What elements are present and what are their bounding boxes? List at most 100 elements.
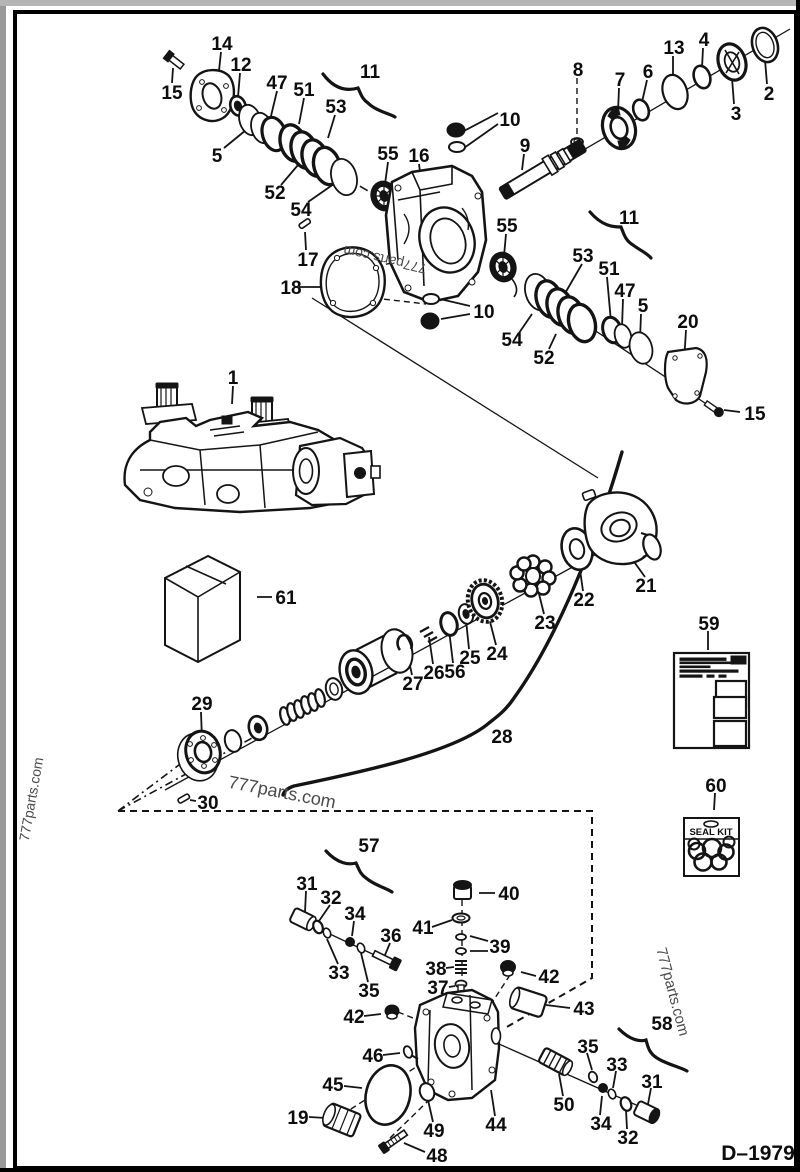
part-42-plug-left: [384, 1004, 400, 1020]
callout-13: 13: [663, 38, 684, 59]
callout-4: 4: [699, 30, 710, 51]
callout-30: 30: [197, 793, 218, 814]
part-4-ring: [692, 64, 712, 90]
callout-3: 3: [731, 104, 742, 125]
callout-54: 54: [501, 330, 523, 351]
callout-55: 55: [377, 144, 399, 165]
part-37-poppet: [454, 979, 468, 992]
part-30-pin: [177, 793, 191, 804]
part-33-ring-right: [607, 1088, 617, 1100]
callout-33: 33: [606, 1055, 627, 1076]
part-20-cover-plate: [663, 346, 708, 405]
part-24-gear: [465, 578, 505, 624]
part-42-plug-right: [500, 960, 516, 977]
callout-56: 56: [444, 662, 465, 683]
callout-39: 39: [489, 937, 510, 958]
part-35-ring-right: [587, 1070, 599, 1084]
part-46-screw: [402, 1045, 419, 1060]
callout-17: 17: [297, 250, 318, 271]
callout-21: 21: [635, 576, 657, 597]
part-53-spring-washers-left: [278, 123, 343, 187]
part-39-washers: [455, 933, 467, 955]
callout-32: 32: [320, 888, 341, 909]
part-2-ring: [750, 26, 780, 64]
part-50-spring-plug: [538, 1047, 574, 1077]
callout-6: 6: [643, 62, 654, 83]
part-32-oring-right: [619, 1096, 633, 1112]
drawing-code: D–1979: [721, 1142, 795, 1165]
callout-45: 45: [322, 1075, 344, 1096]
part-ring-b: [247, 714, 269, 742]
seal-kit-label: SEAL KIT: [689, 827, 732, 838]
part-43-bushing: [508, 986, 548, 1018]
part-33-ring-left: [322, 927, 332, 939]
callout-16: 16: [408, 146, 429, 167]
part-18-gasket: [319, 246, 386, 319]
callout-10: 10: [499, 110, 520, 131]
callout-40: 40: [498, 884, 519, 905]
part-16-housing: [384, 164, 488, 304]
part-49-washer: [418, 1082, 436, 1102]
callout-36: 36: [380, 926, 401, 947]
part-5-washer-right: [628, 331, 654, 365]
part-36-screw: [371, 949, 402, 972]
part-35-ring-left: [356, 942, 366, 954]
callout-53: 53: [325, 97, 346, 118]
callout-5: 5: [638, 296, 649, 317]
part-13-oring: [661, 73, 689, 111]
callout-53: 53: [572, 246, 593, 267]
part-56-ring: [439, 611, 459, 637]
callout-52: 52: [264, 183, 285, 204]
callout-51: 51: [598, 259, 620, 280]
callout-51: 51: [293, 80, 315, 101]
callout-11: 11: [619, 208, 640, 229]
part-21-end-cap: [581, 488, 662, 566]
part-6-ring: [631, 98, 651, 122]
callout-29: 29: [191, 694, 212, 715]
callout-11: 11: [360, 62, 381, 83]
callout-25: 25: [459, 648, 481, 669]
callout-23: 23: [534, 613, 555, 634]
callout-38: 38: [425, 959, 446, 980]
callout-55: 55: [496, 216, 518, 237]
callout-34: 34: [590, 1114, 612, 1135]
callout-35: 35: [358, 981, 380, 1002]
part-washer-c: [324, 677, 344, 701]
part-53-spring-washers-right: [534, 279, 598, 344]
callout-50: 50: [553, 1095, 574, 1116]
leader-lines: [171, 47, 768, 1153]
callout-26: 26: [423, 663, 444, 684]
callout-19: 19: [287, 1108, 308, 1129]
callout-1: 1: [228, 368, 239, 389]
part-15-bolt: [162, 49, 185, 71]
part-38-spring: [455, 960, 467, 974]
callout-54: 54: [290, 200, 312, 221]
part-54-seal-left: [330, 157, 358, 197]
part-17-pin: [298, 218, 312, 230]
callout-7: 7: [615, 70, 626, 91]
callout-49: 49: [423, 1121, 444, 1142]
part-15-bolt-right: [703, 399, 724, 418]
callout-44: 44: [485, 1115, 507, 1136]
part-23-coupler: [509, 554, 557, 598]
part-59-decal: [672, 651, 751, 750]
callout-9: 9: [520, 136, 531, 157]
callout-10: 10: [473, 302, 494, 323]
callout-59: 59: [698, 614, 719, 635]
part-cylinder-block: [338, 628, 414, 695]
callout-61: 61: [275, 588, 297, 609]
part-27-circlip: [396, 633, 414, 651]
part-10-fitting-lower: [420, 293, 440, 330]
callout-22: 22: [573, 590, 594, 611]
callout-58: 58: [651, 1014, 672, 1035]
callout-37: 37: [427, 978, 448, 999]
callout-31: 31: [296, 874, 318, 895]
callout-46: 46: [362, 1046, 383, 1067]
callout-60: 60: [705, 776, 726, 797]
callout-47: 47: [266, 73, 287, 94]
callout-5: 5: [212, 146, 223, 167]
callout-57: 57: [358, 836, 379, 857]
callout-15: 15: [744, 404, 766, 425]
callout-28: 28: [491, 727, 512, 748]
